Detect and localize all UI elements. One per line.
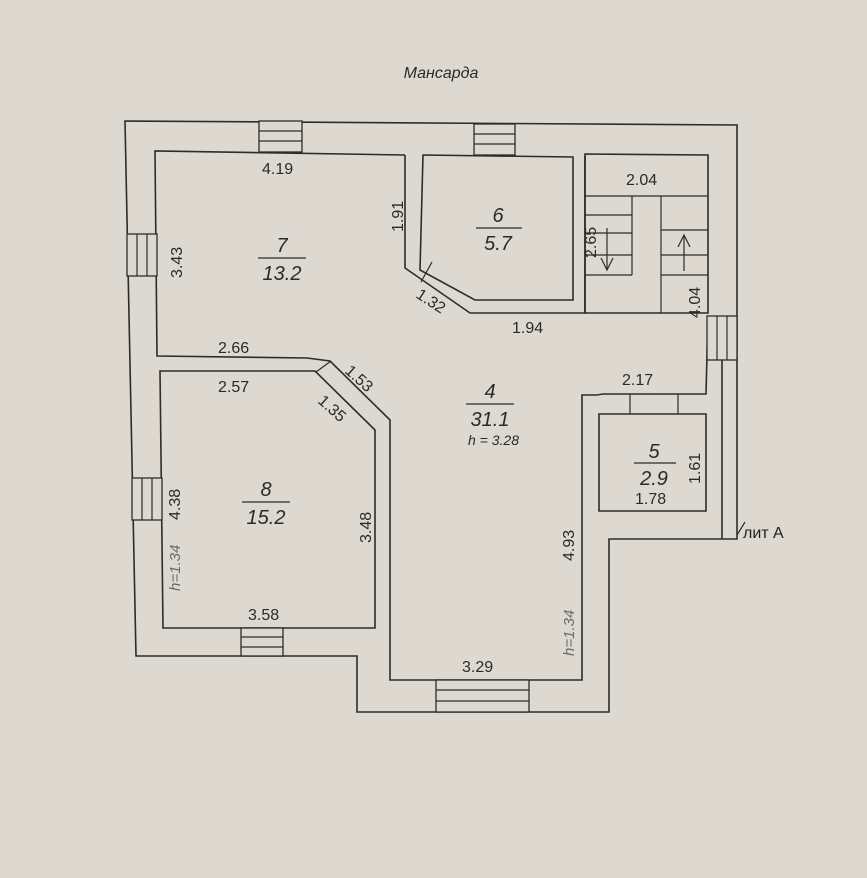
dim-room5-top: 2.17 <box>622 372 653 389</box>
stair-block <box>584 153 709 314</box>
svg-text:5.7: 5.7 <box>484 233 513 255</box>
dim-room8-top-outer: 2.66 <box>218 340 249 357</box>
room-6-wall <box>419 154 574 301</box>
dim-hall-bottom: 3.29 <box>462 659 493 676</box>
svg-text:5: 5 <box>648 441 660 463</box>
svg-text:13.2: 13.2 <box>263 263 302 285</box>
dim-hall-right: 4.93 <box>561 530 578 561</box>
outer-wall <box>124 120 738 713</box>
room-8-wall <box>159 370 376 629</box>
dim-room8-right: 3.48 <box>358 512 375 543</box>
dim-room8-top-inner: 2.57 <box>218 379 249 396</box>
dim-room8-diag-inner: 1.35 <box>314 392 349 426</box>
room-5-wall <box>598 413 707 512</box>
room-4-label: 4 31.1 h = 3.28 <box>466 381 519 448</box>
room-8-outer-wall <box>306 315 709 681</box>
svg-text:7: 7 <box>276 235 288 257</box>
dim-stair-top: 2.04 <box>626 172 657 189</box>
window-right <box>706 315 738 361</box>
svg-text:15.2: 15.2 <box>247 507 286 529</box>
dim-room7-left: 3.43 <box>169 247 186 278</box>
room-7-label: 7 13.2 <box>258 235 306 285</box>
window-top-left <box>258 120 303 153</box>
dim-room5-bottom: 1.78 <box>635 491 666 508</box>
plan-title: Мансарда <box>404 65 479 82</box>
dim-room8-left: 4.38 <box>167 489 184 520</box>
dim-room8-bottom: 3.58 <box>248 607 279 624</box>
height-left: h=1.34 <box>167 545 184 591</box>
svg-text:8: 8 <box>260 479 271 501</box>
window-bottom-left <box>240 627 284 657</box>
dim-room8-diag-outer: 1.53 <box>341 362 376 396</box>
dim-room6-bottom: 1.94 <box>512 320 543 337</box>
dim-right-wall: 4.04 <box>687 287 704 318</box>
room-8-label: 8 15.2 <box>242 479 290 529</box>
room-6-door <box>420 261 433 283</box>
window-bottom-mid <box>435 679 530 713</box>
svg-text:4: 4 <box>484 381 495 403</box>
room-8-door <box>315 360 332 373</box>
dim-room7-top: 4.19 <box>262 161 293 178</box>
room-6-label: 6 5.7 <box>476 205 522 255</box>
svg-text:h = 3.28: h = 3.28 <box>468 432 519 448</box>
svg-text:31.1: 31.1 <box>471 409 510 431</box>
height-middle: h=1.34 <box>561 610 578 656</box>
window-top-mid <box>473 123 516 156</box>
dim-room5-right: 1.61 <box>687 453 704 484</box>
room-5-label: 5 2.9 <box>634 441 676 490</box>
window-left-bottom <box>131 477 163 521</box>
svg-text:6: 6 <box>492 205 504 227</box>
dim-stair-step: 2.65 <box>583 227 600 258</box>
window-left-top <box>126 233 158 277</box>
dim-room7-diag: 1.32 <box>413 286 448 317</box>
dim-room7-right: 1.91 <box>390 201 407 232</box>
building-label: лит А <box>743 525 784 542</box>
svg-text:2.9: 2.9 <box>639 468 668 490</box>
